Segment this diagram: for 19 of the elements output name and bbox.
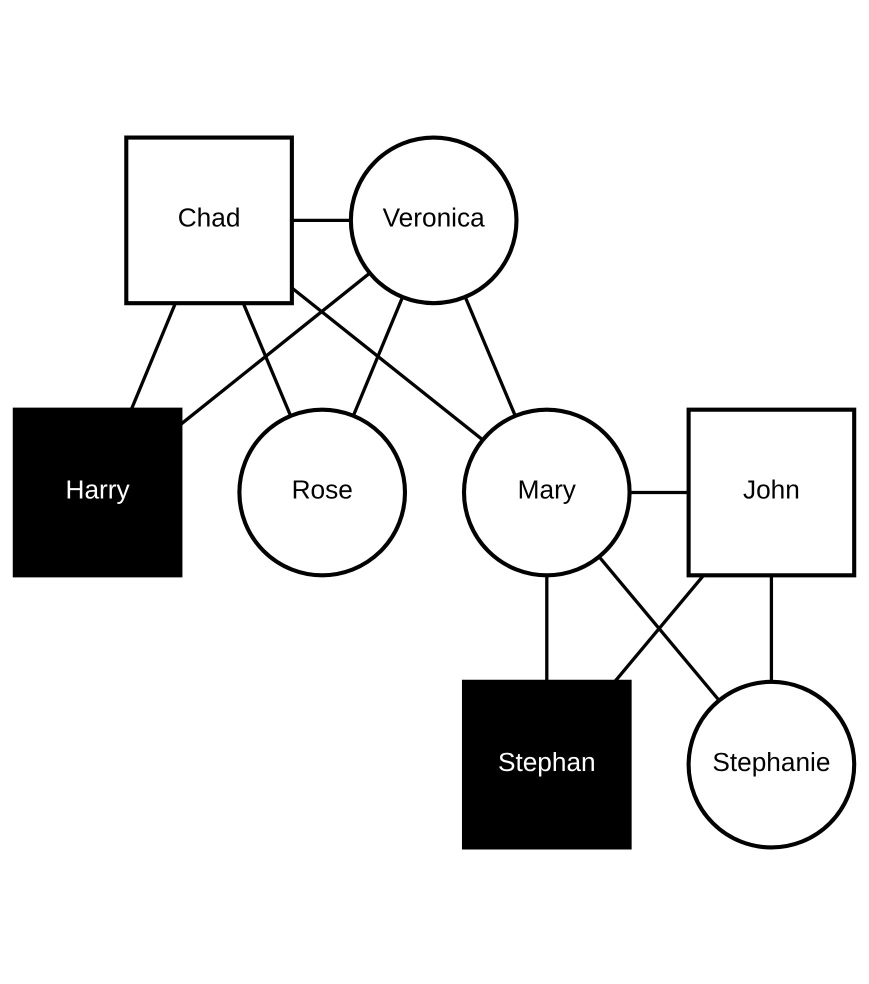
connector [242,302,292,416]
node-circle: Stephanie [686,679,856,849]
node-circle: Veronica [348,135,519,305]
connector [630,490,688,494]
connector [464,296,517,416]
node-box: Chad [124,135,294,305]
connector [770,575,774,681]
connector [130,302,177,410]
node-box: Stephan [462,679,632,849]
connector [598,556,720,701]
connector [179,271,371,426]
connector [291,286,484,441]
node-box: Harry [12,407,182,577]
connector [545,575,548,681]
node-circle: Rose [237,407,408,577]
node-box: John [686,407,856,577]
connector [292,218,351,222]
connector [352,296,404,416]
node-circle: Mary [462,407,632,577]
